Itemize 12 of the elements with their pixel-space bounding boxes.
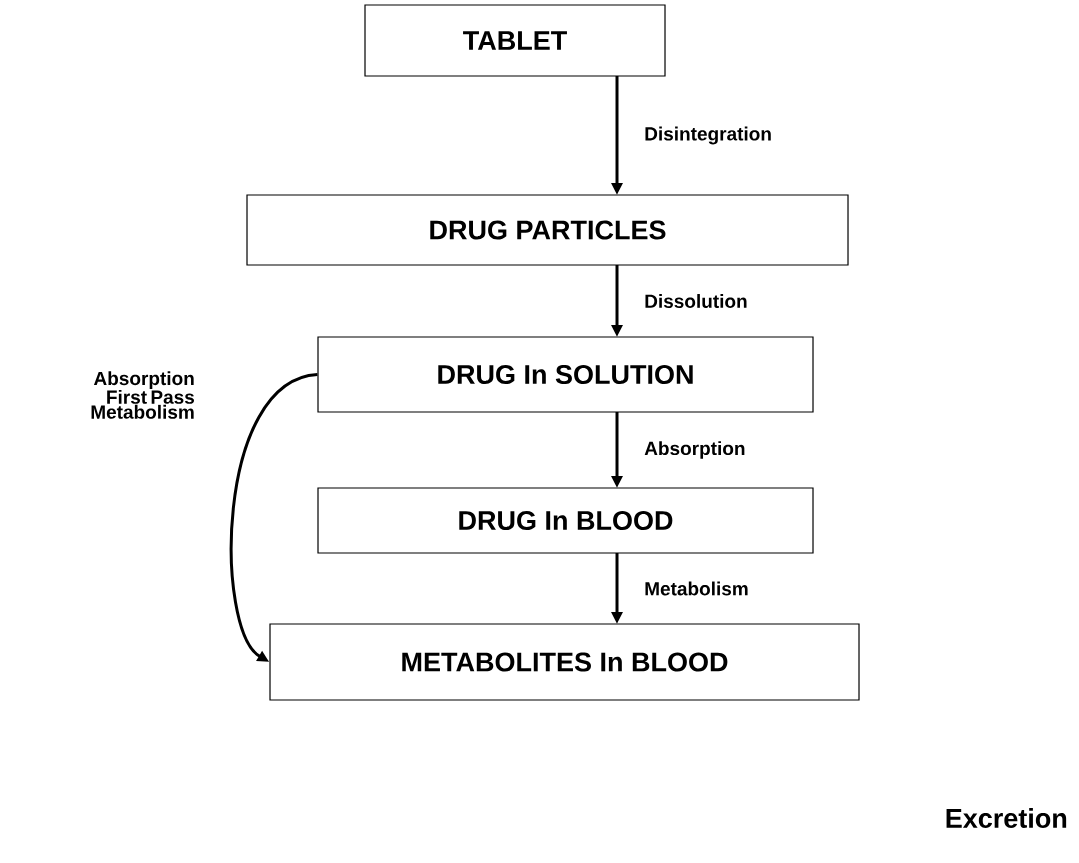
edge-label: Absorption First Pass Metabolism [91, 371, 194, 419]
process-box: DRUG PARTICLES [246, 194, 849, 266]
edge-label: Disintegration [645, 126, 771, 145]
edge-label: Metabolism [645, 581, 748, 596]
process-box: DRUG In BLOOD [317, 487, 814, 554]
note-label: Excretion [946, 808, 1067, 828]
process-box: METABOLITES In BLOOD [269, 623, 860, 701]
edge-label: Dissolution [645, 294, 747, 308]
edge-label: Absorption [644, 441, 745, 459]
process-box: TABLET [364, 4, 666, 77]
process-box: DRUG In SOLUTION [317, 336, 814, 413]
arrow [229, 373, 318, 662]
